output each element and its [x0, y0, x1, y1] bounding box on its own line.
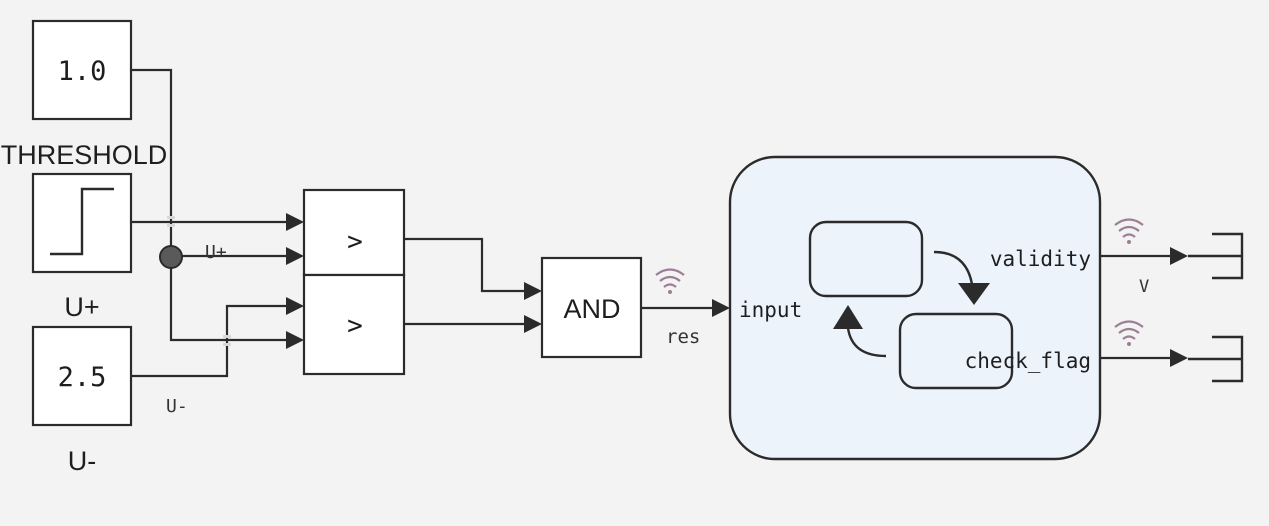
- chart-input-port: input: [739, 298, 802, 322]
- state-b: [898, 312, 1014, 390]
- chart-block[interactable]: input validity check_flag: [728, 155, 1102, 461]
- arrowhead: [833, 305, 863, 329]
- signal-label-u-plus: U+: [205, 242, 227, 263]
- and-block-label: AND: [563, 294, 620, 324]
- chart-validity-port: validity: [990, 247, 1091, 271]
- wire-crossing-gap: [223, 343, 231, 346]
- arrowhead: [524, 282, 542, 300]
- arrowhead: [958, 283, 990, 305]
- threshold-label: THRESHOLD: [1, 140, 168, 170]
- arrowhead: [286, 213, 304, 231]
- terminator-validity[interactable]: [1188, 232, 1244, 280]
- arrowheads: [286, 213, 1188, 367]
- constant-block-1[interactable]: 1.0: [31, 19, 133, 121]
- arrowhead: [286, 247, 304, 265]
- arrowhead: [1170, 247, 1188, 265]
- u-minus-block-label: U-: [68, 446, 97, 476]
- compare-1-operator: >: [347, 227, 363, 257]
- wires: [131, 68, 1176, 378]
- transition-arrow: [933, 250, 974, 285]
- state-a: [808, 220, 924, 298]
- terminator-check-flag[interactable]: [1188, 335, 1244, 383]
- signal-label-u-minus: U-: [166, 396, 188, 417]
- constant-2-value: 2.5: [58, 362, 107, 393]
- arrowhead: [286, 331, 304, 349]
- compare-block-2[interactable]: >: [302, 273, 406, 376]
- wifi-icon: [1114, 218, 1144, 244]
- wire-compare1-to-and[interactable]: [404, 237, 530, 293]
- and-block[interactable]: AND: [540, 256, 643, 359]
- step-icon: [50, 187, 114, 256]
- signal-label-res: res: [666, 326, 700, 348]
- chart-check-flag-port: check_flag: [965, 349, 1091, 373]
- arrowhead: [712, 299, 730, 317]
- step-block[interactable]: [31, 172, 133, 274]
- compare-2-operator: >: [347, 311, 363, 341]
- arrowhead: [286, 297, 304, 315]
- constant-1-value: 1.0: [58, 56, 107, 87]
- signal-label-v: V: [1139, 277, 1149, 297]
- constant-block-2[interactable]: 2.5: [31, 325, 133, 427]
- wire-junction[interactable]: [159, 245, 183, 269]
- wire-crossing-gap: [167, 216, 175, 219]
- wifi-icon: [655, 268, 685, 294]
- wire-const1-to-compare2[interactable]: [131, 68, 292, 342]
- arrowhead: [1170, 349, 1188, 367]
- wire-crossing-gap: [167, 224, 175, 227]
- wire-uminus-to-compare2-a[interactable]: [131, 304, 292, 378]
- u-plus-block-label: U+: [64, 292, 99, 322]
- compare-block-1[interactable]: >: [302, 188, 406, 277]
- wifi-icon: [1114, 320, 1144, 346]
- arrowhead: [524, 315, 542, 333]
- wire-crossing-gap: [223, 335, 231, 338]
- transition-arrow: [846, 327, 887, 358]
